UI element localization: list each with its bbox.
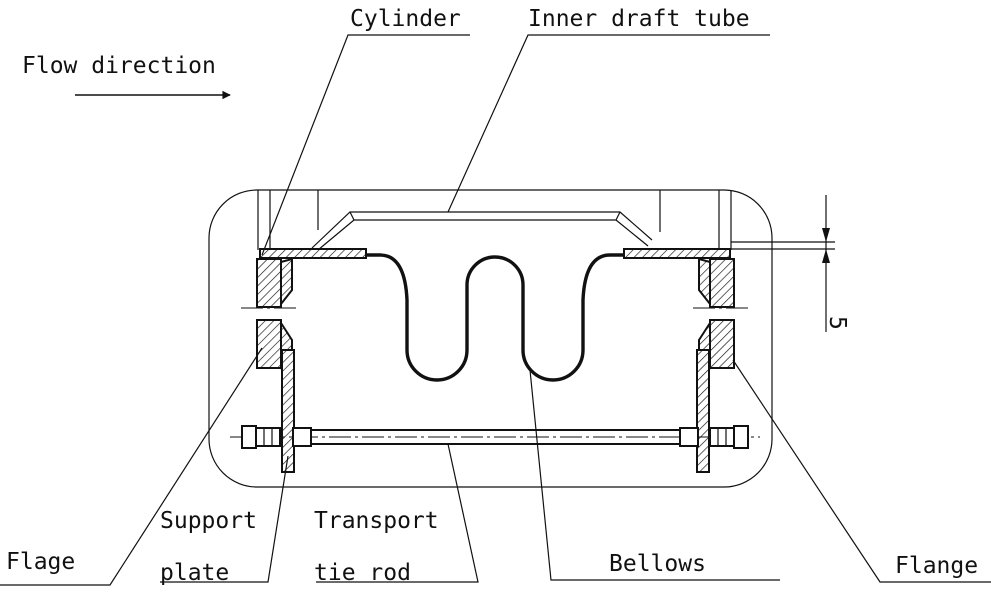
cylinder	[257, 190, 732, 250]
left-support-plate	[281, 349, 295, 473]
cylinder-label: Cylinder	[350, 6, 461, 32]
transport-tie-rod-label-line1: Transport	[314, 508, 439, 534]
leader-lines	[0, 34, 991, 586]
support-plate-label-line2: plate	[160, 560, 229, 586]
flage-label: Flage	[6, 549, 75, 575]
inner-draft-tube	[311, 190, 661, 251]
transport-tie-rod-label-line2: tie rod	[314, 560, 411, 586]
thickness-dimension: 5	[731, 195, 850, 332]
support-plate-label-line1: Support	[160, 508, 257, 534]
bellows-leader	[529, 369, 780, 581]
cylinder-leader	[261, 34, 470, 256]
inner-draft-tube-label: Inner draft tube	[528, 6, 750, 32]
flage-leader	[0, 347, 263, 586]
transport-tie-rod-leader	[316, 443, 479, 583]
flange-leader	[732, 359, 991, 583]
thickness-value-label: 5	[824, 316, 850, 330]
transport-tie-rod	[230, 425, 760, 449]
left-cylinder-plate	[259, 248, 367, 259]
bellows-label: Bellows	[609, 551, 706, 577]
flange-label: Flange	[895, 553, 978, 579]
support-plate-leader	[160, 455, 289, 583]
inner-draft-tube-leader	[447, 34, 770, 213]
bellows	[366, 253, 624, 382]
flow-direction-indicator: Flow direction	[22, 53, 231, 100]
right-support-plate	[696, 349, 710, 473]
right-flange	[698, 257, 735, 370]
outer-envelope	[208, 189, 773, 488]
right-cylinder-plate	[623, 248, 731, 259]
flow-direction-label: Flow direction	[22, 53, 216, 79]
